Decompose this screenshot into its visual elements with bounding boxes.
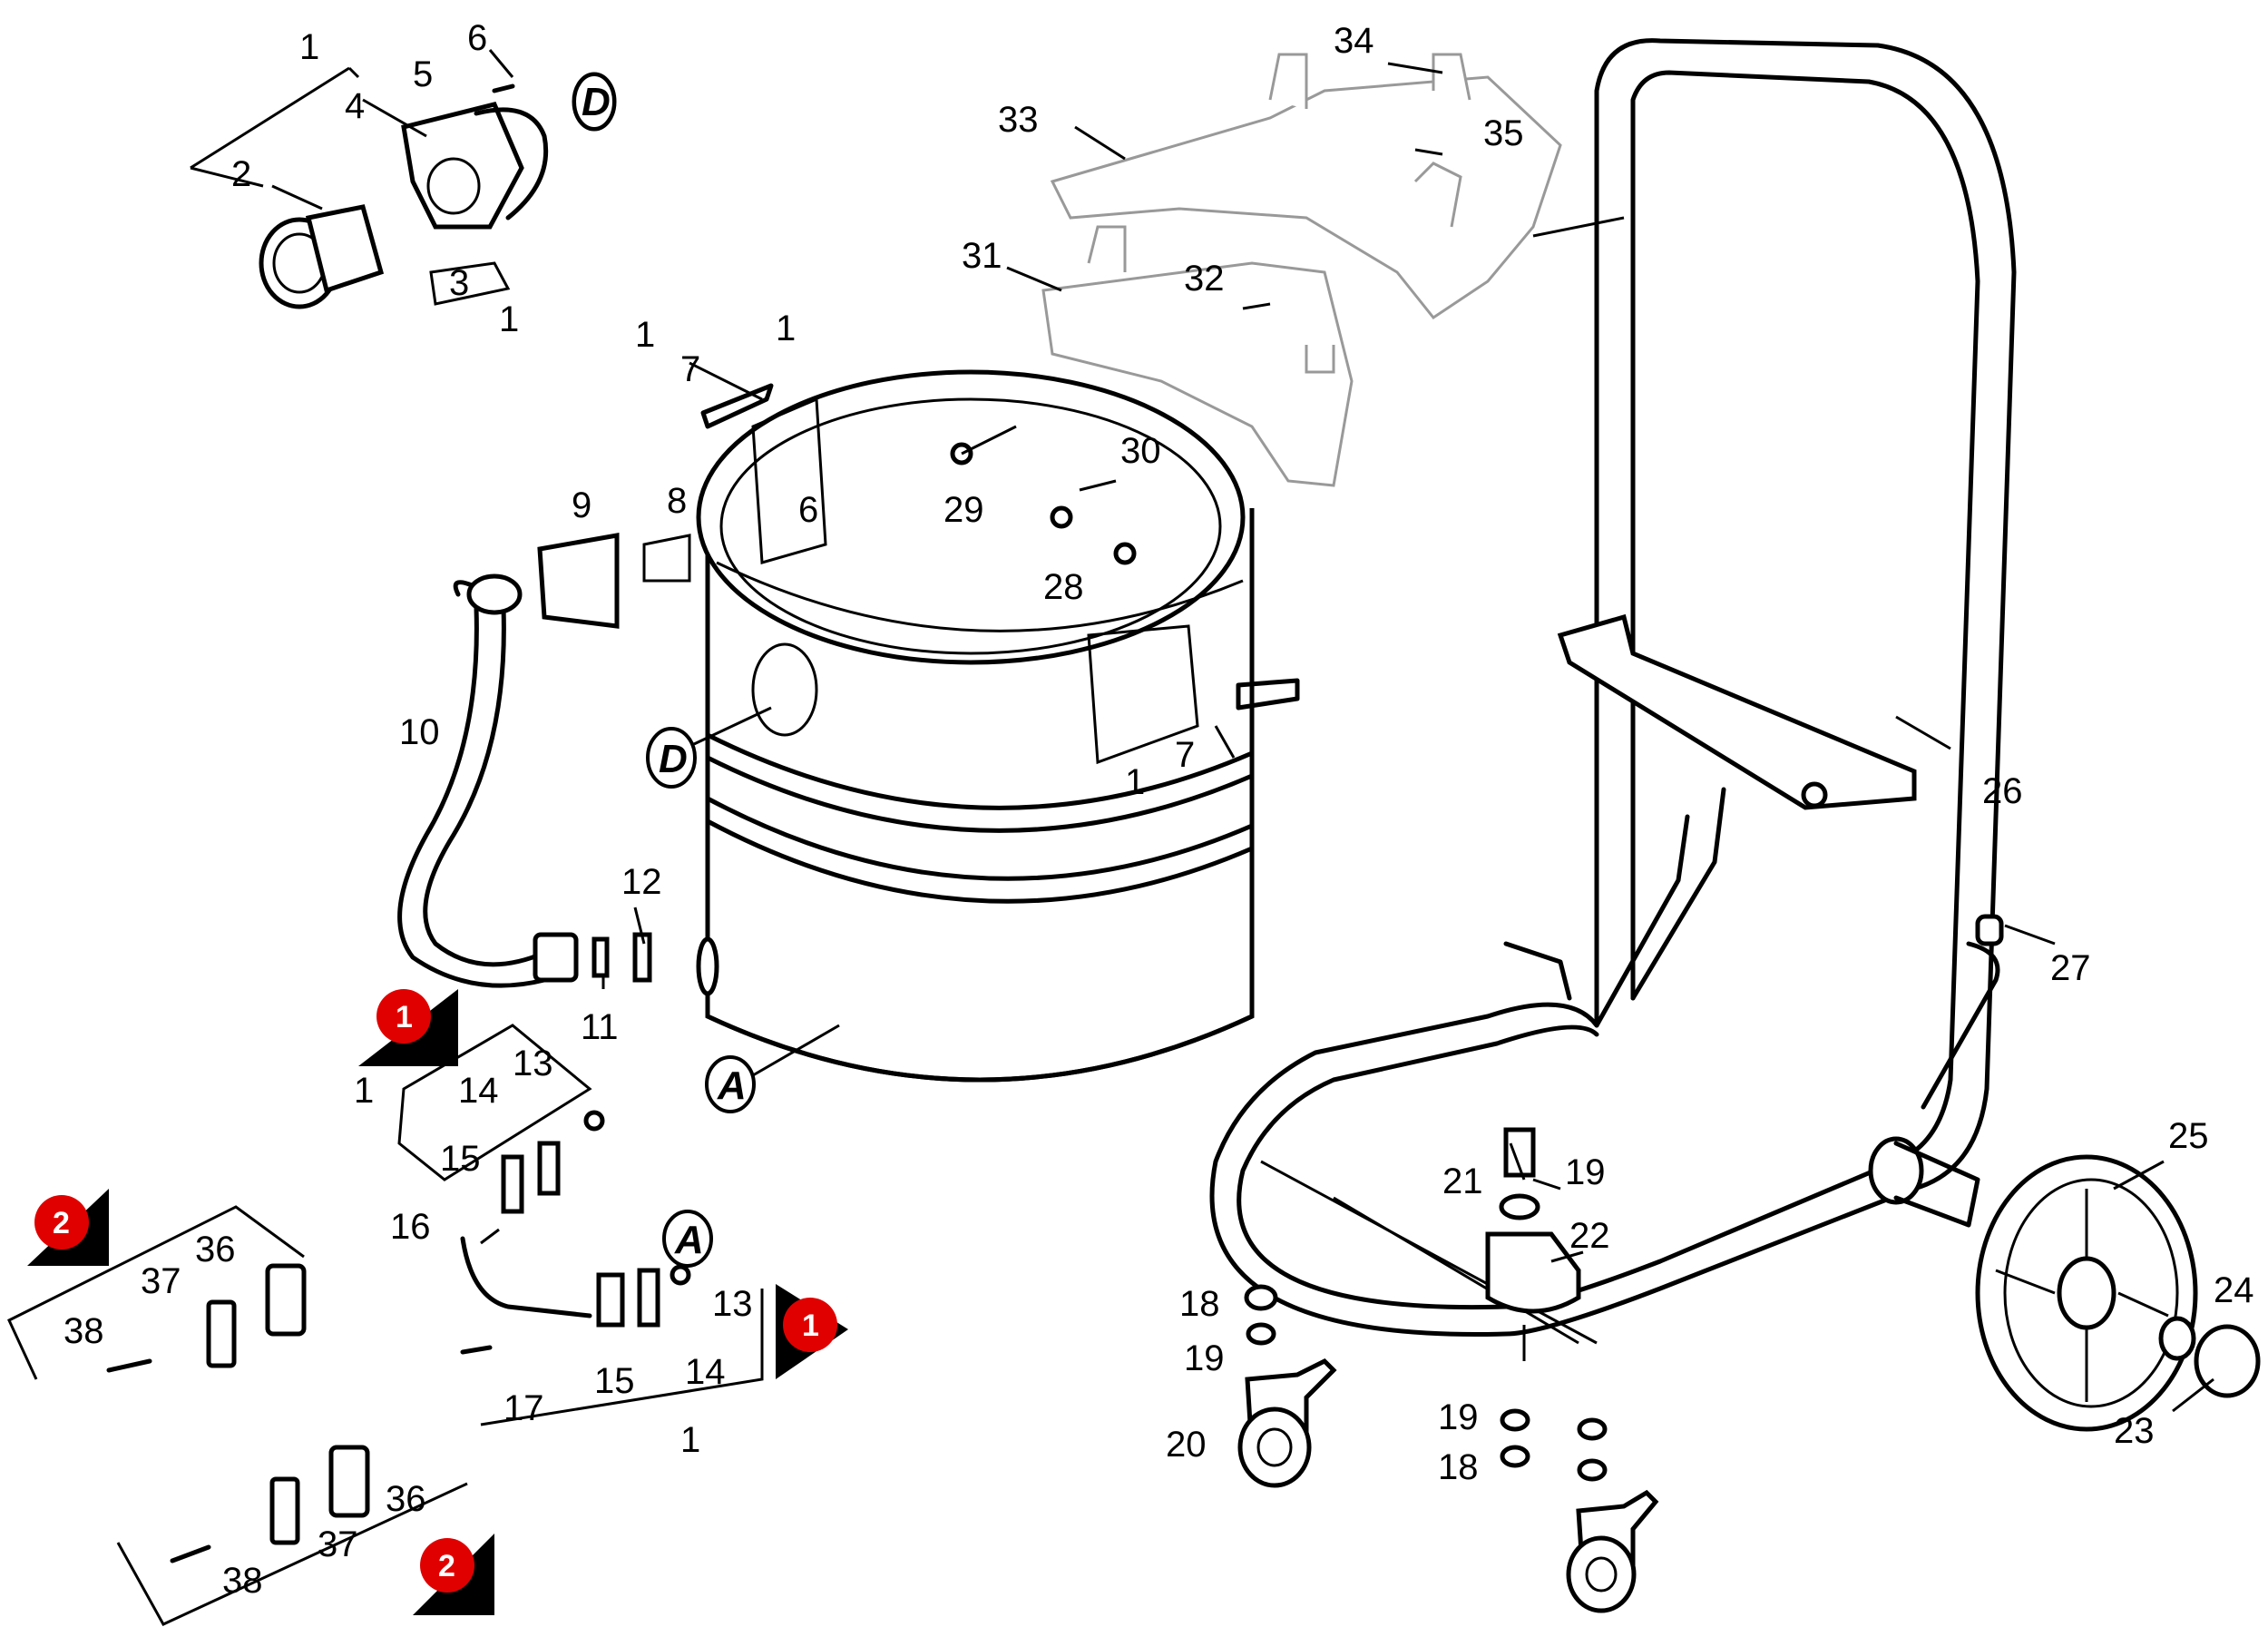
part-label: 37 [141, 1261, 181, 1301]
part-label: 1 [635, 315, 655, 355]
part-label: 34 [1334, 21, 1374, 61]
part-label: 14 [685, 1352, 726, 1392]
bracket-kit [397, 1024, 764, 1426]
part-label: 12 [621, 862, 662, 902]
ref-letter: D [582, 80, 611, 124]
part-label: 31 [962, 236, 1002, 276]
castor-left [1237, 1284, 1337, 1488]
part-label: 36 [195, 1230, 236, 1269]
ref-letter: A [674, 1218, 704, 1262]
part-label: 6 [467, 18, 487, 58]
part-label: 1 [354, 1071, 374, 1111]
tank-fasteners [950, 425, 1137, 565]
part-label: 19 [1438, 1397, 1479, 1437]
part-label: 37 [318, 1524, 358, 1564]
badge-1-lower: 1 [776, 1284, 848, 1379]
part-label: 15 [594, 1361, 635, 1401]
head-support-assembly [1041, 53, 1625, 487]
badge-number: 1 [802, 1308, 819, 1343]
ref-letter-a-tank: A [705, 1024, 840, 1113]
ref-letter-d-tank: D [646, 706, 772, 789]
ref-letter-d-top: D [572, 73, 616, 131]
part-label: 2 [231, 154, 251, 194]
part-label: 35 [1483, 113, 1524, 153]
part-label: 24 [2214, 1270, 2254, 1310]
part-label: 13 [513, 1044, 553, 1083]
part-label: 29 [943, 490, 984, 530]
part-label: 9 [572, 485, 591, 525]
part-label: 32 [1184, 259, 1225, 299]
part-label: 1 [499, 299, 519, 339]
part-label: 22 [1569, 1216, 1610, 1256]
part-label: 38 [222, 1561, 263, 1601]
part-label: 19 [1565, 1152, 1606, 1192]
part-label: 3 [449, 263, 469, 303]
badge-number: 1 [396, 1000, 413, 1034]
part-label: 14 [458, 1071, 499, 1111]
trolley-frame [1209, 38, 2017, 1345]
badge-1-upper: 1 [358, 989, 458, 1066]
part-label: 21 [1442, 1161, 1483, 1201]
part-label: 1 [299, 27, 319, 67]
ref-letter: A [717, 1063, 747, 1108]
part-label: 18 [1179, 1284, 1220, 1324]
part-label: 13 [712, 1284, 753, 1324]
part-label: 4 [345, 86, 365, 126]
part-label: 38 [64, 1311, 104, 1351]
part-label: 25 [2168, 1116, 2209, 1156]
part-label: 1 [680, 1420, 700, 1460]
buffer-foot [1485, 1127, 1581, 1361]
part-label: 10 [399, 712, 440, 752]
tank-drum [696, 369, 1300, 1083]
drain-hose [397, 533, 691, 988]
part-label: 8 [667, 481, 687, 521]
part-label: 19 [1184, 1338, 1225, 1378]
latch-kit-lower [116, 1445, 468, 1626]
part-label: 36 [386, 1479, 426, 1519]
part-label: 33 [998, 100, 1039, 140]
part-label: 23 [2114, 1411, 2155, 1451]
part-label: 16 [390, 1207, 431, 1247]
part-label: 5 [413, 54, 433, 94]
castor-right [1500, 1408, 1659, 1613]
part-label: 11 [581, 1007, 619, 1047]
part-label: 28 [1043, 567, 1084, 607]
badge-2-upper: 2 [27, 1189, 109, 1266]
ref-letter-a-kit: A [662, 1210, 713, 1268]
part-label: 6 [798, 490, 818, 530]
part-label: 1 [776, 309, 796, 348]
part-label: 17 [503, 1388, 544, 1428]
badge-2-lower: 2 [413, 1534, 494, 1615]
part-label: 18 [1438, 1447, 1479, 1487]
part-label: 20 [1166, 1425, 1207, 1465]
badge-number: 2 [438, 1549, 455, 1583]
rear-wheel [1975, 1154, 2261, 1432]
part-label: 1 [1125, 762, 1145, 802]
part-label: 27 [2050, 948, 2091, 988]
ref-letter: D [659, 737, 688, 781]
part-label: 7 [680, 349, 700, 389]
badge-number: 2 [53, 1206, 70, 1240]
latch-kit-upper [7, 1205, 307, 1380]
part-number-labels: 1 6 5 4 2 3 1 34 33 35 31 32 1 7 1 6 29 … [64, 18, 2254, 1601]
part-label: 26 [1982, 771, 2023, 811]
part-label: 15 [440, 1139, 481, 1179]
part-label: 7 [1175, 735, 1195, 775]
leader-lines [271, 49, 2214, 1413]
part-label: 30 [1120, 431, 1161, 471]
nozzle-assembly [190, 66, 617, 309]
